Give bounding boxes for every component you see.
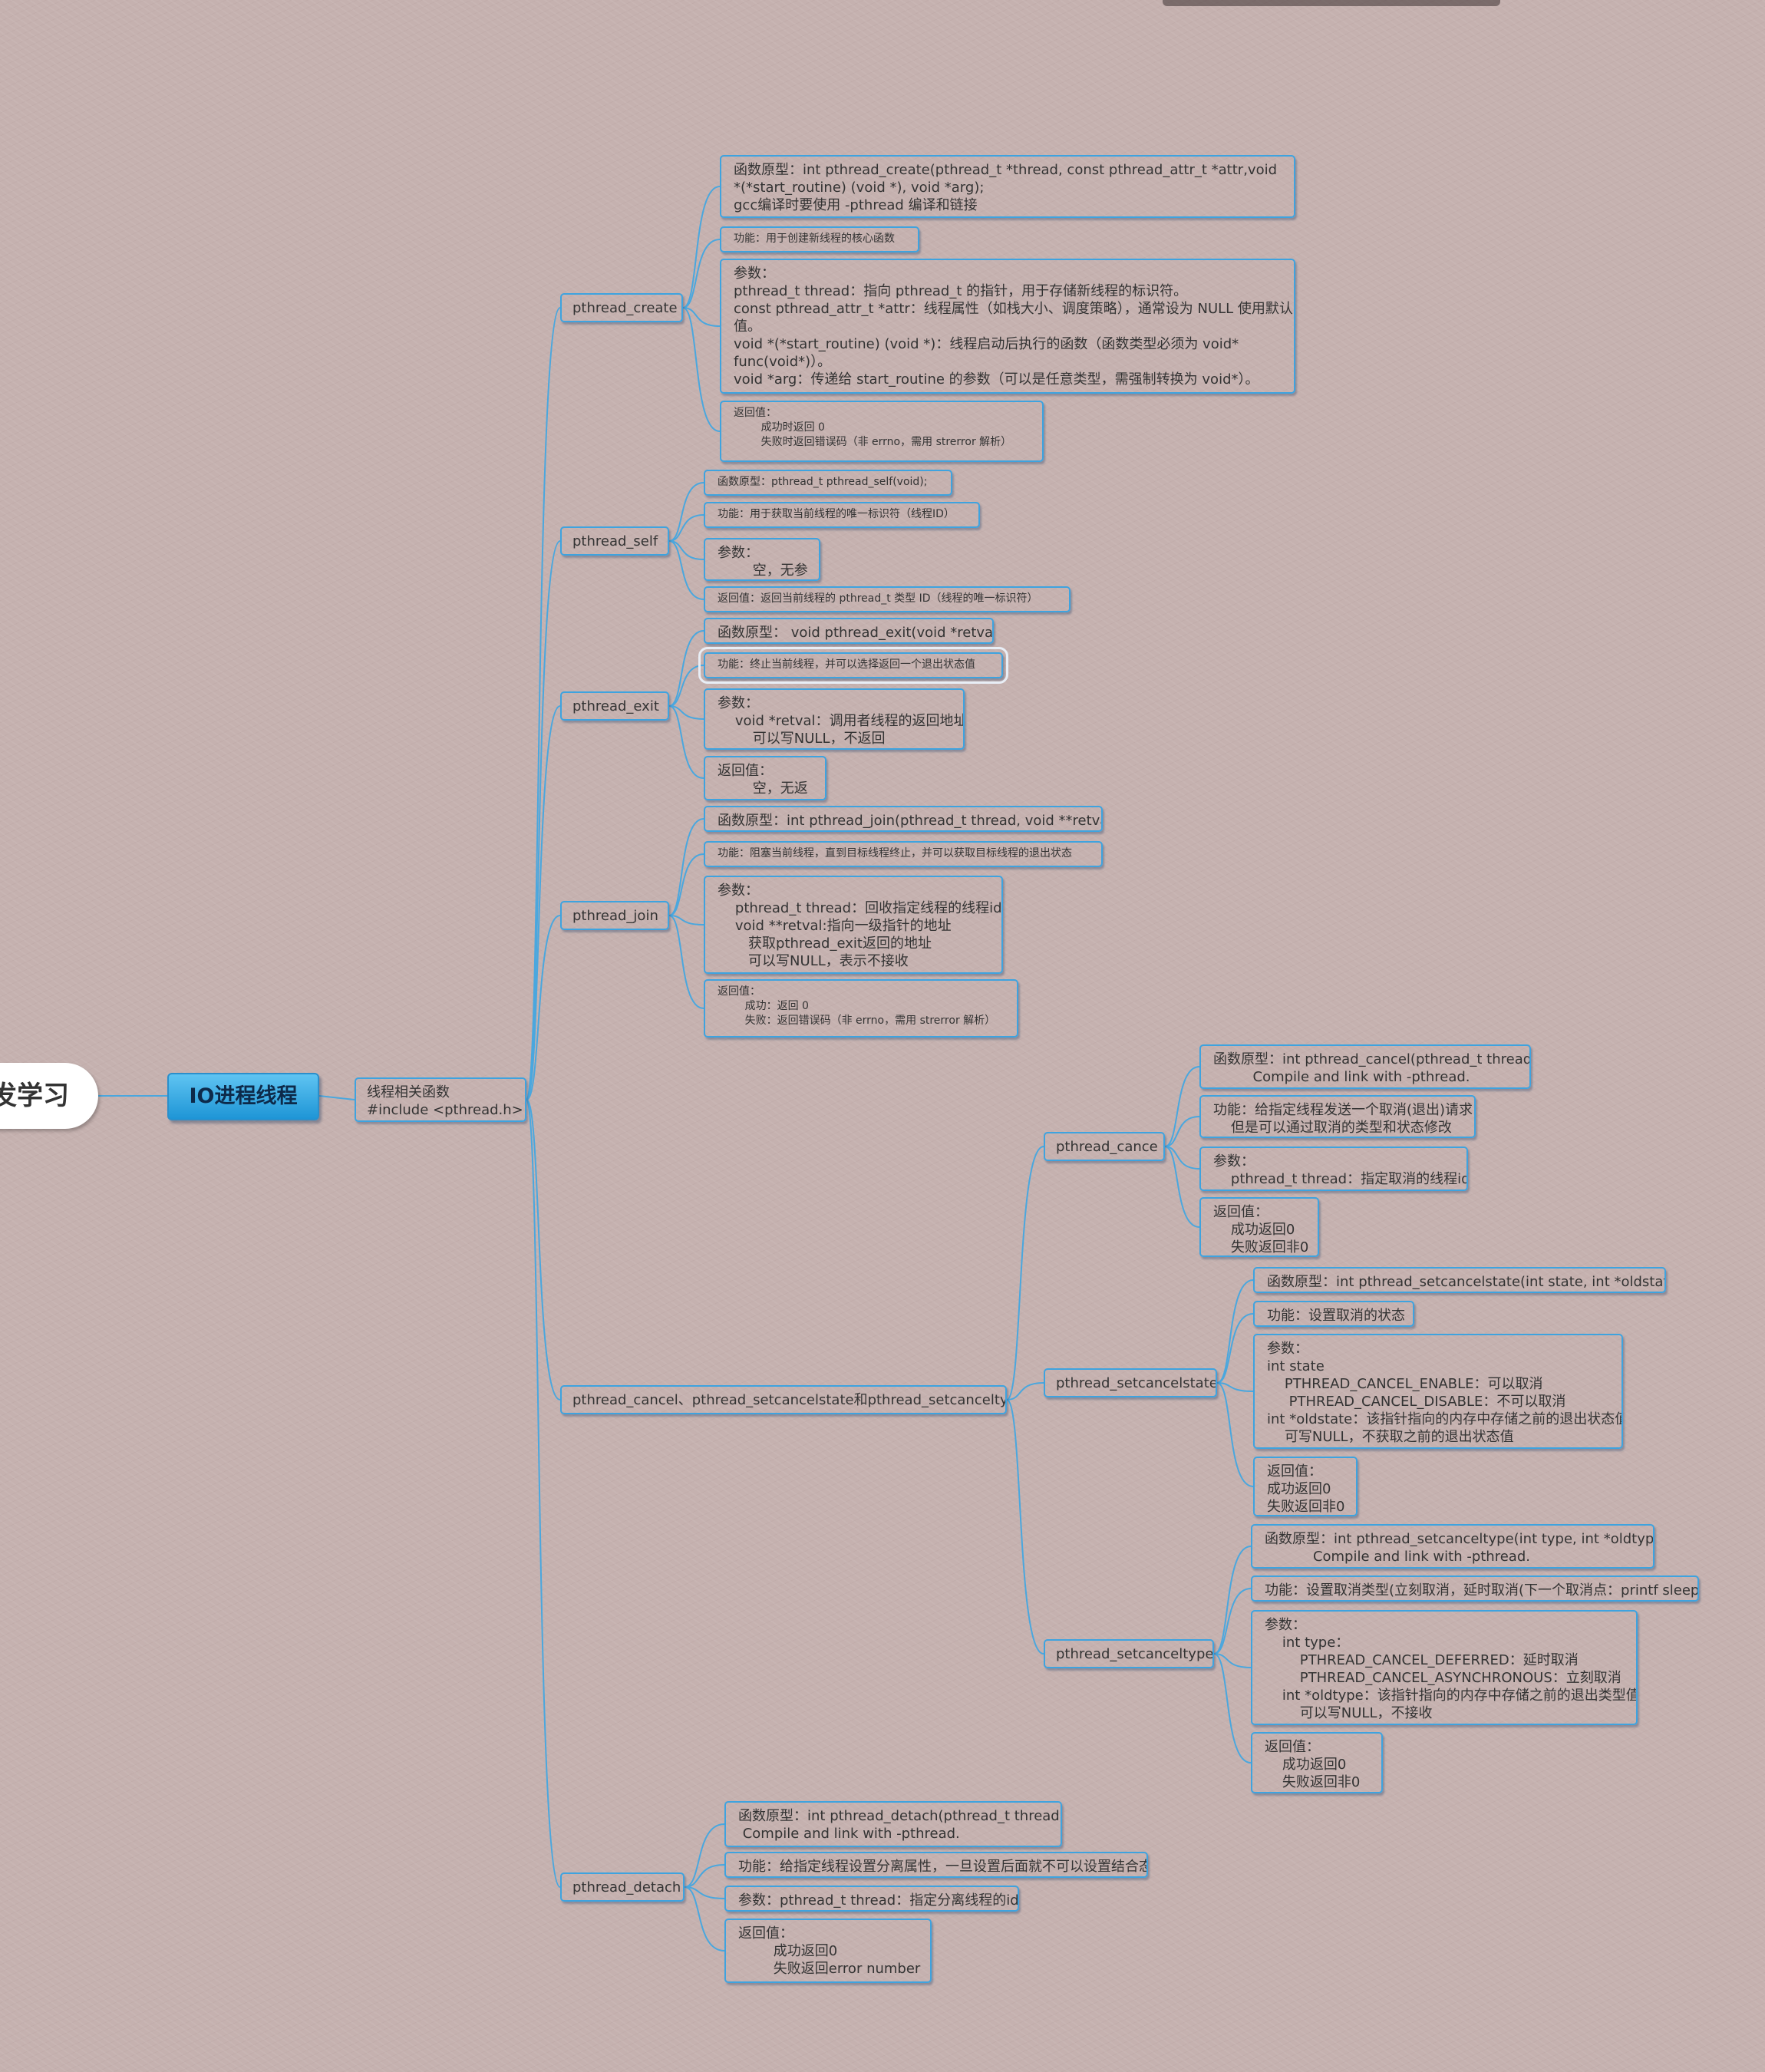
branch-pthread-setcanceltype[interactable]: pthread_setcanceltype — [1044, 1639, 1214, 1668]
pthread-cance-function[interactable]: 功能：给指定线程发送一个取消(退出)请求 但是可以通过取消的类型和状态修改 — [1199, 1095, 1476, 1138]
connector-n_create-n_create_p — [682, 186, 721, 308]
pthread-exit-prototype[interactable]: 函数原型： void pthread_exit(void *retval); — [704, 618, 994, 644]
pthread-cance-params[interactable]: 参数： pthread_t thread：指定取消的线程id — [1199, 1147, 1468, 1191]
pthread-exit-params[interactable]: 参数： void *retval：调用者线程的返回地址 可以写NULL，不返回 — [704, 688, 965, 750]
pthread-setcancelstate-params[interactable]: 参数： int state PTHREAD_CANCEL_ENABLE：可以取消… — [1253, 1334, 1623, 1449]
branch-pthread-setcancelstate[interactable]: pthread_setcancelstate — [1044, 1368, 1217, 1397]
category-thread-functions[interactable]: 线程相关函数 #include <pthread.h> — [355, 1077, 526, 1122]
pthread-self-function[interactable]: 功能：用于获取当前线程的唯一标识符（线程ID） — [704, 502, 980, 528]
pthread-detach-params[interactable]: 参数：pthread_t thread：指定分离线程的id — [724, 1886, 1019, 1912]
connector-n_state-n_state_r — [1216, 1382, 1254, 1487]
pthread-setcanceltype-params[interactable]: 参数： int type： PTHREAD_CANCEL_DEFERRED：延时… — [1251, 1610, 1638, 1725]
root-topic[interactable]: 发学习 — [0, 1063, 98, 1129]
connector-n_detach-n_detach_f — [684, 1864, 725, 1888]
pthread-cance-return[interactable]: 返回值： 成功返回0 失败返回非0 — [1199, 1197, 1319, 1257]
connector-n_create-n_create_f — [682, 239, 721, 308]
connector-n_cat-n_create — [526, 307, 561, 1100]
pthread-create-function[interactable]: 功能：用于创建新线程的核心函数 — [720, 226, 919, 252]
branch-pthread-join[interactable]: pthread_join — [560, 901, 669, 930]
pthread-join-return[interactable]: 返回值： 成功：返回 0 失败：返回错误码（非 errno，需用 strerro… — [704, 979, 1018, 1038]
branch-pthread-detach[interactable]: pthread_detach — [560, 1872, 685, 1902]
connector-n_type-n_type_f — [1213, 1588, 1252, 1655]
connector-n_cat-n_join — [526, 915, 561, 1100]
pthread-setcanceltype-return[interactable]: 返回值： 成功返回0 失败返回非0 — [1251, 1732, 1383, 1793]
connector-n_create-n_create_a — [682, 307, 721, 327]
connector-n_exit-n_exit_p — [668, 630, 704, 707]
connector-n_cancel-n_cancel_a — [1164, 1146, 1200, 1170]
connector-n_type-n_type_a — [1213, 1653, 1252, 1668]
connector-n_cat-n_self — [526, 540, 561, 1100]
pthread-setcanceltype-function[interactable]: 功能：设置取消类型(立刻取消，延时取消(下一个取消点：printf sleep)… — [1251, 1575, 1699, 1602]
connector-n_self-n_self_r — [668, 540, 704, 600]
pthread-create-return[interactable]: 返回值： 成功时返回 0 失败时返回错误码（非 errno，需用 strerro… — [720, 401, 1044, 462]
connector-n_detach-n_detach_r — [684, 1886, 725, 1952]
connector-n_cat-n_cgrp — [526, 1099, 561, 1401]
connector-n_self-n_self_p — [668, 482, 704, 542]
branch-pthread-self[interactable]: pthread_self — [560, 526, 669, 556]
top-scroll-bar[interactable] — [1163, 0, 1500, 6]
connector-n_exit-n_exit_r — [668, 705, 704, 779]
pthread-setcancelstate-return[interactable]: 返回值： 成功返回0 失败返回非0 — [1253, 1457, 1358, 1516]
branch-cancel-group[interactable]: pthread_cancel、pthread_setcancelstate和pt… — [560, 1385, 1007, 1414]
connector-n_state-n_state_p — [1216, 1279, 1254, 1384]
connector-n_type-n_type_r — [1213, 1653, 1252, 1764]
connector-n_self-n_self_f — [668, 514, 704, 542]
pthread-cance-prototype[interactable]: 函数原型：int pthread_cancel(pthread_t thread… — [1199, 1044, 1531, 1089]
connector-main-category — [318, 1095, 355, 1100]
connector-n_cancel-n_cancel_p — [1164, 1066, 1200, 1147]
branch-pthread-exit[interactable]: pthread_exit — [560, 691, 669, 721]
pthread-setcancelstate-function[interactable]: 功能：设置取消的状态 — [1253, 1301, 1414, 1327]
pthread-detach-return[interactable]: 返回值： 成功返回0 失败返回error number — [724, 1919, 932, 1983]
pthread-setcanceltype-prototype[interactable]: 函数原型：int pthread_setcanceltype(int type,… — [1251, 1524, 1654, 1569]
connector-n_detach-n_detach_p — [684, 1823, 725, 1888]
connector-n_detach-n_detach_a — [684, 1886, 725, 1899]
pthread-self-params[interactable]: 参数： 空，无参 — [704, 538, 820, 581]
connector-n_cancel-n_cancel_r — [1164, 1146, 1200, 1228]
connector-n_join-n_join_r — [668, 915, 704, 1009]
connector-n_exit-n_exit_f — [668, 665, 704, 707]
pthread-join-params[interactable]: 参数： pthread_t thread：回收指定线程的线程id void **… — [704, 876, 1003, 974]
connector-n_exit-n_exit_a — [668, 705, 704, 720]
pthread-create-prototype[interactable]: 函数原型：int pthread_create(pthread_t *threa… — [720, 155, 1295, 218]
pthread-join-prototype[interactable]: 函数原型：int pthread_join(pthread_t thread, … — [704, 806, 1103, 832]
pthread-join-function[interactable]: 功能：阻塞当前线程，直到目标线程终止，并可以获取目标线程的退出状态 — [704, 841, 1103, 867]
branch-pthread-cance[interactable]: pthread_cance — [1044, 1132, 1165, 1161]
connector-n_cancel-n_cancel_f — [1164, 1116, 1200, 1147]
connector-n_create-n_create_r — [682, 307, 721, 432]
main-topic-io-process-thread[interactable]: IO进程线程 — [167, 1073, 319, 1120]
connector-n_cgrp-n_cancel — [1006, 1146, 1044, 1401]
connector-n_state-n_state_a — [1216, 1382, 1254, 1392]
connector-n_cat-n_detach — [526, 1099, 561, 1888]
connector-n_join-n_join_f — [668, 853, 704, 916]
connector-n_state-n_state_f — [1216, 1313, 1254, 1384]
pthread-self-return[interactable]: 返回值：返回当前线程的 pthread_t 类型 ID（线程的唯一标识符） — [704, 586, 1071, 612]
pthread-exit-function[interactable]: 功能：终止当前线程，并可以选择返回一个退出状态值 — [698, 647, 1008, 684]
pthread-create-params[interactable]: 参数： pthread_t thread：指向 pthread_t 的指针，用于… — [720, 259, 1295, 394]
connector-n_join-n_join_a — [668, 915, 704, 925]
pthread-detach-function[interactable]: 功能：给指定线程设置分离属性，一旦设置后面就不可以设置结合态 — [724, 1852, 1148, 1878]
connector-n_cgrp-n_type — [1006, 1399, 1044, 1655]
connector-n_cat-n_exit — [526, 705, 561, 1100]
pthread-detach-prototype[interactable]: 函数原型：int pthread_detach(pthread_t thread… — [724, 1801, 1062, 1847]
pthread-self-prototype[interactable]: 函数原型：pthread_t pthread_self(void); — [704, 470, 952, 496]
connector-n_type-n_type_p — [1213, 1546, 1252, 1655]
pthread-exit-return[interactable]: 返回值： 空，无返 — [704, 756, 826, 800]
pthread-setcancelstate-prototype[interactable]: 函数原型：int pthread_setcancelstate(int stat… — [1253, 1267, 1666, 1293]
connector-n_cgrp-n_state — [1006, 1382, 1044, 1401]
connector-n_join-n_join_p — [668, 818, 704, 916]
branch-pthread-create[interactable]: pthread_create — [560, 293, 683, 322]
